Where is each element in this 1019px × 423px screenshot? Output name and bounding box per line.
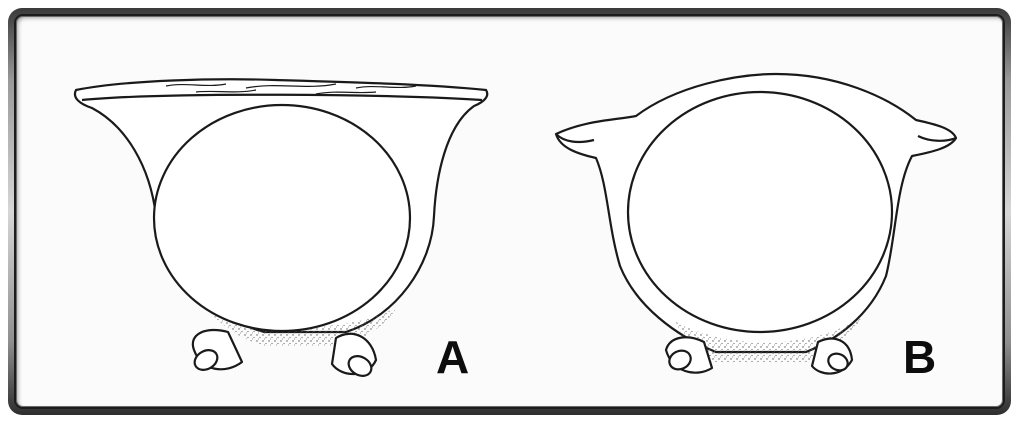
figure-frame: A B	[8, 8, 1011, 415]
vertebra-a-right-process	[332, 334, 376, 380]
figure-panel: A B	[14, 14, 1005, 409]
vertebra-a	[75, 79, 487, 379]
panel-label-b: B	[903, 334, 936, 380]
vertebra-b-canal	[628, 92, 892, 332]
vertebra-b-right-process	[812, 339, 852, 374]
panel-label-a: A	[436, 334, 469, 380]
vertebra-b	[556, 74, 956, 374]
vertebra-a-left-process	[191, 330, 242, 374]
diagram-canvas	[16, 16, 1005, 409]
vertebra-b-left-process	[666, 337, 712, 372]
vertebra-a-canal	[154, 105, 410, 331]
